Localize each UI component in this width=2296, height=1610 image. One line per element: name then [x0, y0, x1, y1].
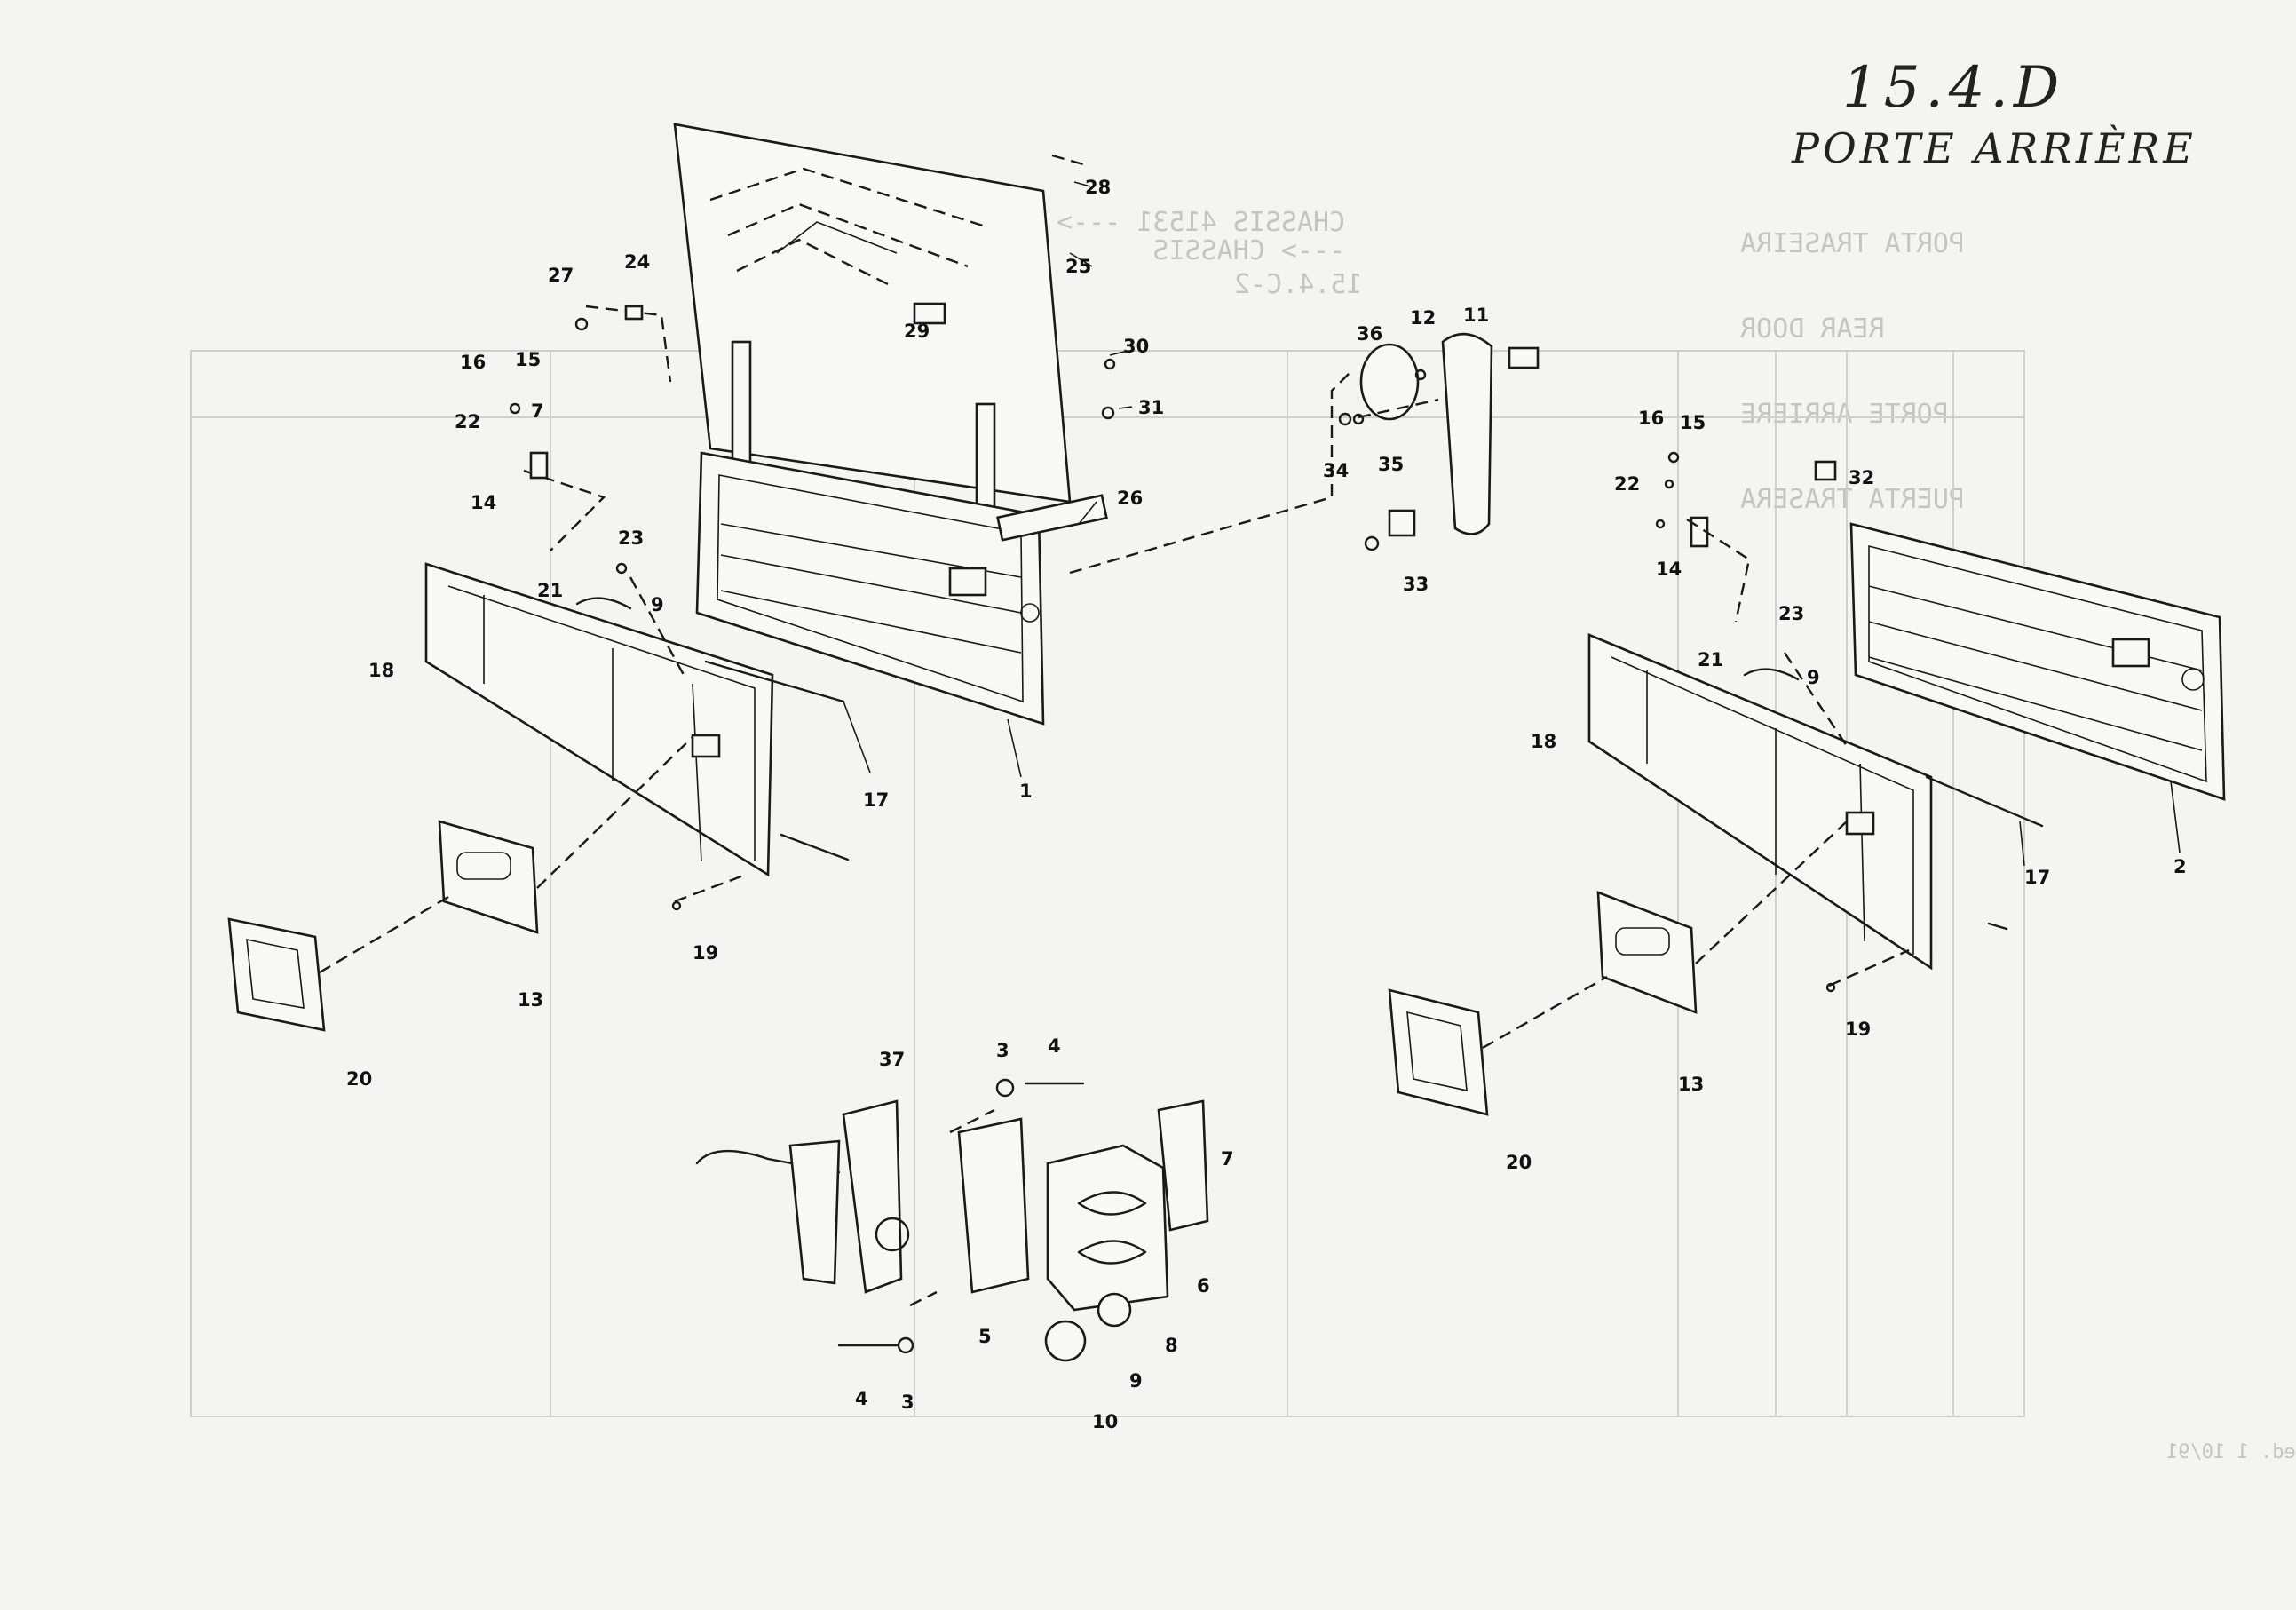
trim-panel-left — [424, 562, 774, 877]
trim-panel-right — [1587, 633, 1933, 971]
callout-33: 33 — [1403, 574, 1429, 595]
callout-11: 11 — [1463, 305, 1489, 326]
seal-strip-upper-right — [1925, 775, 2044, 828]
callout-36: 36 — [1357, 323, 1382, 345]
callout-14: 14 — [471, 492, 496, 513]
callout-6: 6 — [1197, 1275, 1210, 1297]
callout-9: 9 — [651, 594, 664, 615]
callout-3-lower: 3 — [901, 1392, 914, 1413]
callout-22-right: 22 — [1614, 473, 1640, 495]
cap-32 — [1814, 460, 1837, 481]
seal-strip-upper-left — [704, 660, 845, 703]
handle-bezel-left — [227, 917, 326, 1032]
callout-18: 18 — [368, 660, 394, 681]
callout-7: 7 — [531, 401, 544, 422]
callout-labels: 28 25 29 30 31 26 1 27 24 16 15 7 22 14 … — [346, 177, 2187, 1432]
callout-13: 13 — [518, 989, 543, 1011]
callout-2: 2 — [2173, 856, 2187, 877]
callout-17-right: 17 — [2024, 867, 2050, 888]
callout-35: 35 — [1378, 454, 1404, 475]
callout-15: 15 — [515, 349, 541, 370]
callout-32: 32 — [1849, 467, 1874, 488]
callout-4: 4 — [1048, 1035, 1061, 1057]
tube-26 — [996, 494, 1108, 542]
handle-bezel-right — [1388, 988, 1489, 1116]
callout-12: 12 — [1410, 307, 1436, 329]
inner-handle-right — [1596, 891, 1698, 1014]
callout-20: 20 — [346, 1068, 372, 1090]
callout-1: 1 — [1019, 781, 1033, 802]
callout-23-right: 23 — [1778, 603, 1804, 624]
callout-25: 25 — [1065, 256, 1091, 277]
callout-13-right: 13 — [1678, 1074, 1704, 1095]
callout-21: 21 — [537, 580, 563, 601]
callout-8: 8 — [1165, 1335, 1178, 1356]
lock-mechanism — [695, 1078, 1209, 1362]
callout-16-right: 16 — [1638, 408, 1664, 429]
seal-strip-lower-right — [1987, 922, 2008, 931]
callout-10: 10 — [1092, 1411, 1118, 1432]
callout-19: 19 — [693, 942, 718, 964]
callout-29: 29 — [904, 321, 930, 342]
callout-37: 37 — [879, 1049, 905, 1070]
callout-23: 23 — [618, 527, 644, 549]
callout-5: 5 — [978, 1326, 992, 1347]
callout-34: 34 — [1323, 460, 1349, 481]
page-reference: 15.4.D — [1842, 55, 2065, 121]
callout-21-right: 21 — [1698, 649, 1723, 670]
stop-14-right — [1655, 451, 1709, 548]
callout-27: 27 — [548, 265, 574, 286]
outer-handle — [1338, 332, 1540, 551]
door-frame-left — [695, 451, 1108, 726]
callout-4-lower: 4 — [855, 1388, 868, 1409]
callout-20-right: 20 — [1506, 1152, 1532, 1173]
callout-18-right: 18 — [1531, 731, 1556, 752]
callout-28: 28 — [1085, 177, 1111, 198]
callout-9-right: 9 — [1807, 667, 1820, 688]
callout-3: 3 — [996, 1040, 1009, 1061]
small-fasteners-left — [509, 305, 1116, 911]
callout-19-right: 19 — [1845, 1019, 1871, 1040]
callout-22: 22 — [455, 411, 480, 432]
callout-26: 26 — [1117, 488, 1143, 509]
glass-rail-left — [731, 340, 752, 464]
callout-24: 24 — [624, 251, 650, 273]
callout-30: 30 — [1123, 336, 1149, 357]
page-title: PORTE ARRIÈRE — [1792, 124, 2197, 172]
seal-strip-lower-left — [780, 833, 850, 861]
callout-15-right: 15 — [1680, 412, 1706, 433]
glass-clip — [913, 302, 946, 325]
callout-9-lock: 9 — [1129, 1370, 1143, 1392]
leader-lines — [843, 181, 2181, 867]
callout-17: 17 — [863, 789, 889, 811]
callout-14-right: 14 — [1656, 559, 1682, 580]
callout-16: 16 — [460, 352, 486, 373]
door-frame-right — [1849, 522, 2226, 801]
callout-7-lock: 7 — [1221, 1148, 1234, 1170]
callout-31: 31 — [1138, 397, 1164, 418]
inner-handle-left — [438, 820, 539, 934]
